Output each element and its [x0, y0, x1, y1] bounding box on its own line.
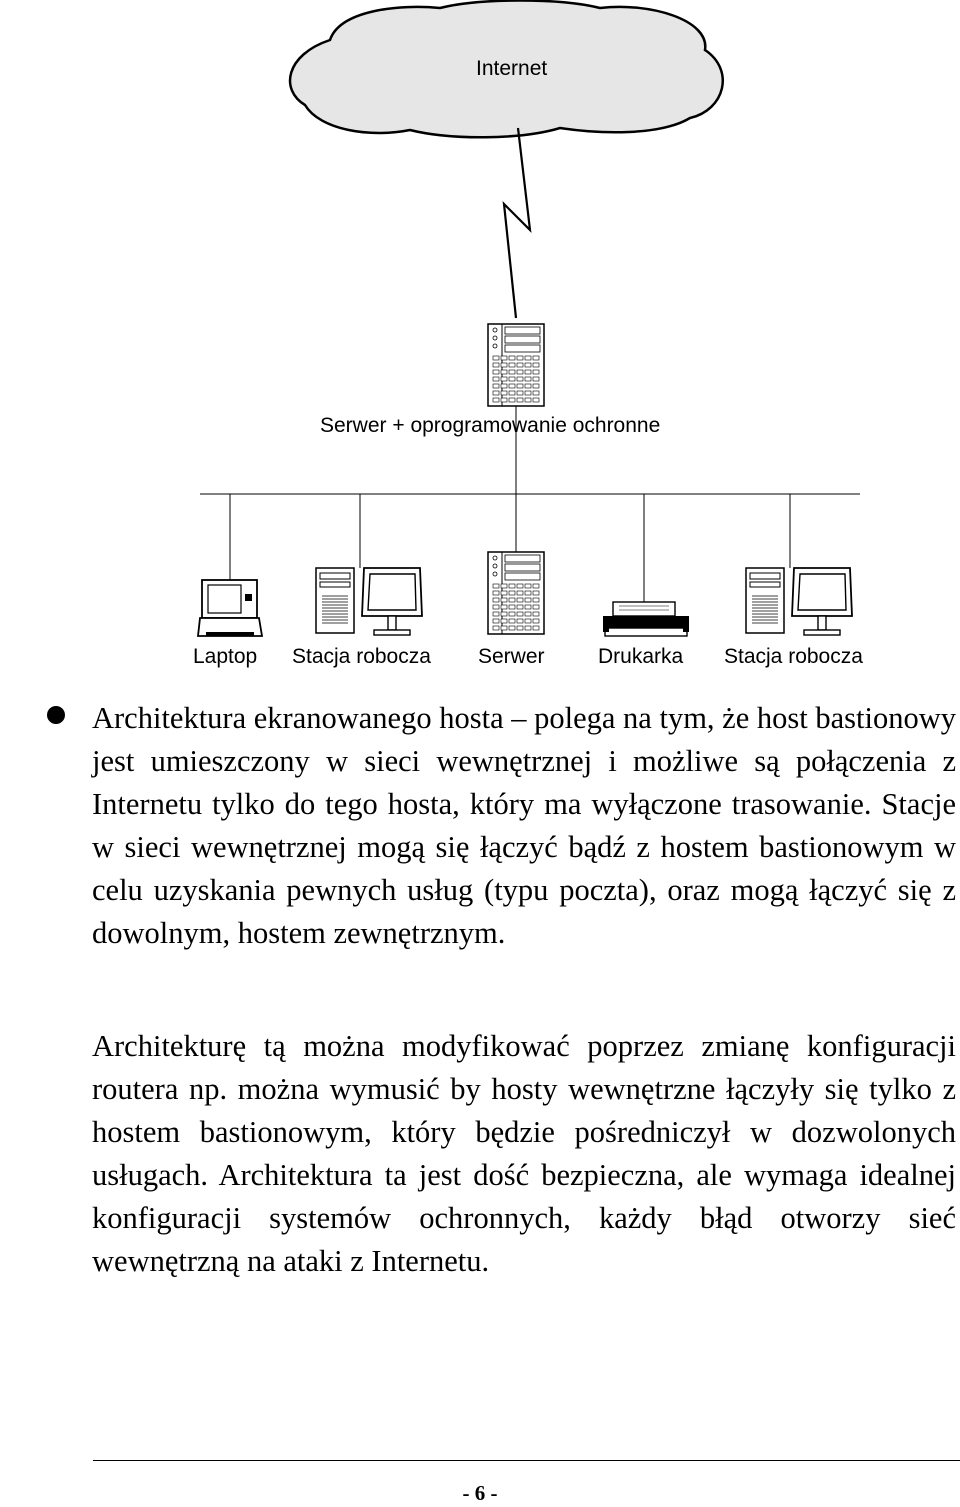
- node-label-server: Serwer: [478, 645, 545, 668]
- network-diagram: Internet Serwer + oprogramowanie ochronn…: [0, 0, 960, 690]
- workstation-icon: [315, 567, 423, 636]
- bullet-icon: [47, 706, 65, 724]
- laptop-icon: [196, 579, 264, 637]
- internet-label: Internet: [476, 57, 548, 80]
- lightning-bolt-icon: [502, 127, 532, 319]
- server-icon: [487, 551, 545, 635]
- workstation-icon: [745, 567, 853, 636]
- paragraph-1: Architektura ekranowanego hosta – polega…: [92, 701, 956, 950]
- node-label-printer: Drukarka: [598, 645, 684, 668]
- node-label-workstation: Stacja robocza: [724, 645, 863, 668]
- internet-cloud-icon: [288, 0, 724, 139]
- footer-divider: [93, 1460, 960, 1461]
- node-label-workstation: Stacja robocza: [292, 645, 431, 668]
- printer-icon: [603, 601, 689, 637]
- paragraph-2: Architekturę tą można modyfikować poprze…: [92, 1029, 956, 1278]
- node-label-laptop: Laptop: [193, 645, 258, 668]
- main-server-label: Serwer + oprogramowanie ochronne: [320, 414, 661, 437]
- page-number: - 6 -: [462, 1481, 498, 1505]
- main-server-icon: [487, 323, 545, 407]
